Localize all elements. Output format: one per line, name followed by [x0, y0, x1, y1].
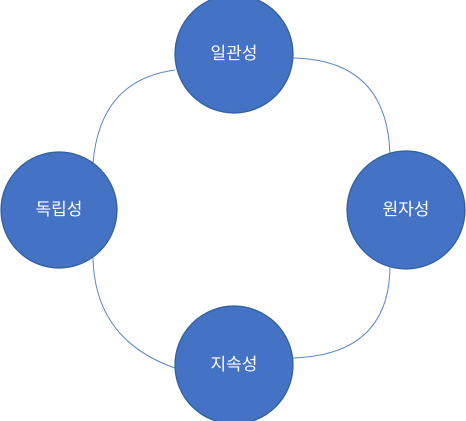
node-left-label: 독립성 [36, 200, 83, 220]
connector-left-top [92, 69, 176, 164]
node-left-circle [0, 151, 118, 269]
node-top: 일관성 [174, 0, 294, 114]
node-right: 원자성 [346, 150, 466, 270]
node-bottom: 지속성 [174, 305, 294, 421]
node-bottom-circle [174, 305, 294, 421]
node-bottom-label: 지속성 [211, 355, 258, 375]
connector-right-bottom [292, 264, 391, 359]
node-right-label: 원자성 [383, 200, 430, 220]
connector-bottom-left [92, 257, 176, 369]
connector-top-right [292, 57, 391, 161]
node-left: 독립성 [0, 151, 118, 269]
node-top-circle [174, 0, 294, 114]
node-right-circle [346, 150, 466, 270]
node-top-label: 일관성 [211, 44, 258, 64]
